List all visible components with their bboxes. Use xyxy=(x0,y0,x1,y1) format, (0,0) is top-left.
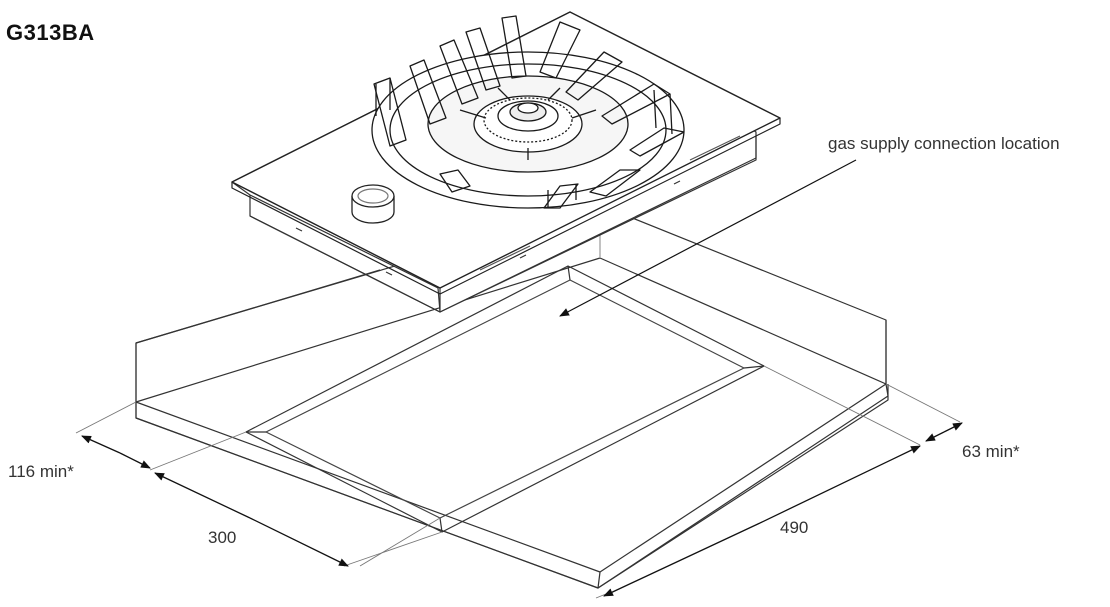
dim-116-label: 116 min* xyxy=(8,462,74,481)
dim-490-arrow-b xyxy=(759,445,921,524)
dim-490-label: 490 xyxy=(780,518,809,537)
extension-lines xyxy=(75,365,961,599)
gas-supply-leader xyxy=(559,159,857,317)
dim-116-arrow-b xyxy=(119,452,151,469)
dim-116-arrow-a xyxy=(81,435,121,454)
pan-support xyxy=(371,15,685,209)
dim-63-arrow-b xyxy=(943,422,963,433)
dim-300-arrow-a xyxy=(154,472,251,519)
dim-63-label: 63 min* xyxy=(962,442,1020,461)
model-title: G313BA xyxy=(6,20,95,45)
gas-supply-label: gas supply connection location xyxy=(828,134,1060,153)
countertop xyxy=(135,204,889,589)
control-knob xyxy=(351,184,395,224)
dim-300-label: 300 xyxy=(208,528,237,547)
dim-63-arrow-a xyxy=(925,431,945,442)
dim-300-arrow-b xyxy=(249,517,349,567)
dim-490-arrow-a xyxy=(603,522,761,597)
